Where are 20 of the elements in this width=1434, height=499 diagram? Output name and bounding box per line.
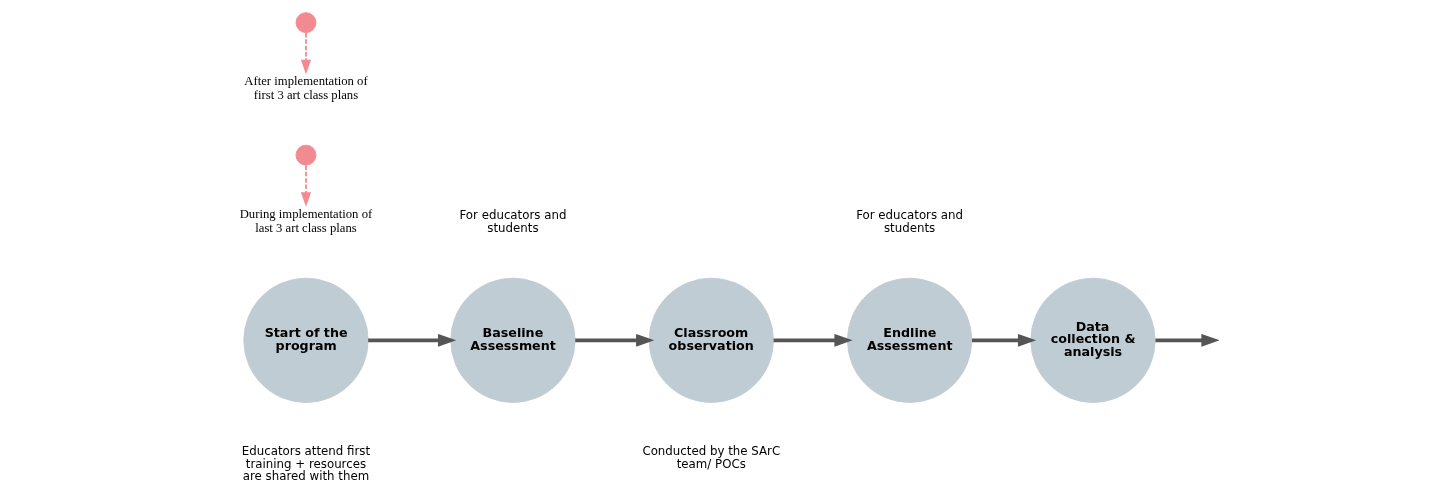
node-circle: Classroom observation bbox=[648, 277, 774, 403]
node-label: Conducted by the SArC team/ POCs bbox=[641, 443, 780, 471]
arrow bbox=[367, 333, 456, 347]
node-label: For educators and students bbox=[855, 207, 963, 235]
node-circle bbox=[295, 144, 316, 166]
node-circle: Endline Assessment bbox=[846, 277, 972, 403]
node-text: During implementation of last 3 art class plans bbox=[239, 206, 372, 235]
node-circle bbox=[295, 11, 316, 33]
node-circle: Baseline Assessment bbox=[449, 277, 576, 403]
node-label: Educators attend first training + resources are shared with them bbox=[241, 443, 370, 483]
node-circle: Start of the program bbox=[242, 277, 369, 403]
node-circle: Data collection & analysis bbox=[1029, 277, 1156, 403]
node-text: After implementation of first 3 art class plans bbox=[243, 73, 368, 102]
arrow bbox=[773, 333, 853, 347]
node-label: For educators and students bbox=[458, 207, 566, 235]
arrow bbox=[574, 333, 654, 347]
arrow bbox=[300, 31, 311, 74]
arrow bbox=[300, 164, 311, 207]
arrow bbox=[1154, 333, 1219, 347]
arrow bbox=[971, 333, 1036, 347]
